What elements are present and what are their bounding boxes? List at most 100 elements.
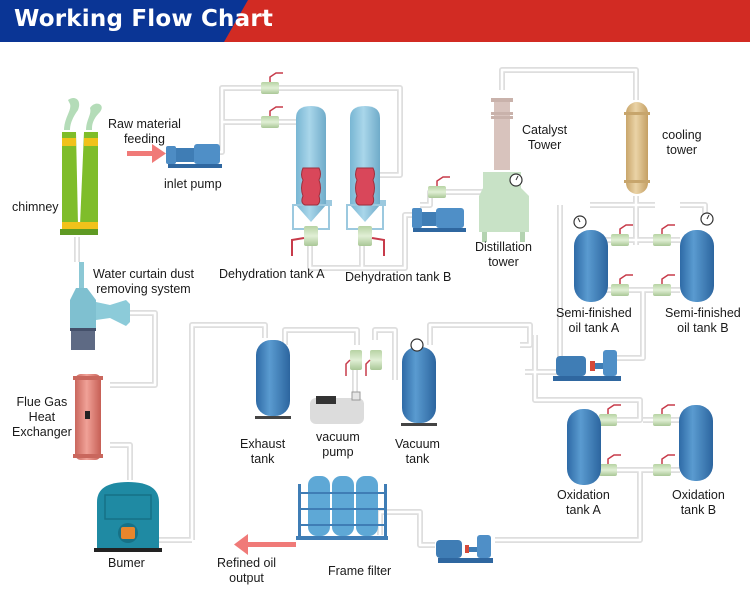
pipe-highlight [495,470,642,542]
label-inlet-pump: inlet pump [164,177,222,191]
valve[interactable] [599,454,621,476]
pipe-highlight [110,311,157,387]
pipe [110,442,133,480]
valve[interactable] [599,404,621,426]
valve-handle-icon[interactable] [661,274,675,284]
outlet-valve [358,226,372,246]
pipe [282,327,360,345]
valve[interactable] [365,350,382,376]
dehydration-tank-b [346,106,386,256]
cooling-tower [624,102,650,194]
oxidation-tank-a [567,409,601,485]
frame-filter [296,476,388,540]
pipe-highlight [605,290,645,360]
pipe [189,322,268,540]
pressure-gauge-icon [410,338,424,352]
pipe [499,67,639,100]
inlet-pump [166,144,222,168]
label-burner: Bumer [108,556,145,570]
oxidation-tank-b [679,405,713,481]
transfer-pump [412,208,466,232]
valve[interactable] [653,454,675,476]
valve-handle-icon[interactable] [661,454,675,464]
valve-handle-icon[interactable] [436,176,450,186]
valve[interactable] [611,224,633,246]
label-dehydration-tank-b: Dehydration tank B [345,270,452,284]
raw-material-arrow [127,144,166,163]
valve-handle-icon[interactable] [619,224,633,234]
label-dehydration-tank-a: Dehydration tank A [219,267,325,281]
burner [94,482,162,552]
valve-handle-icon[interactable] [661,404,675,414]
chimney-base [60,229,98,235]
valve[interactable] [428,176,450,198]
valve[interactable] [653,404,675,426]
pipe-highlight [283,328,359,345]
valve-handle-icon[interactable] [607,454,621,464]
header-banner: Working Flow Chart [0,0,750,42]
label-frame-filter: Frame filter [328,564,392,578]
distillation-tower [479,172,529,242]
pipe-highlight [110,443,132,480]
valves [261,72,675,476]
pipe-highlight [420,190,485,207]
oil-transfer-pump [553,350,621,381]
dehydration-tank-a [291,106,332,256]
pipe [110,310,158,388]
exhaust-tank [255,340,291,419]
valve[interactable] [611,274,633,296]
heater-element [355,167,375,206]
semi-finished-oil-tank-b [680,212,714,302]
valve-handle-icon[interactable] [365,359,371,376]
valve-handle-icon[interactable] [269,106,283,116]
vacuum-pump [310,391,364,424]
pipe-highlight [533,335,642,422]
valve[interactable] [653,224,675,246]
pipe [427,322,533,348]
valve-handle-icon[interactable] [269,72,283,82]
semi-finished-oil-tank-a [573,215,608,302]
water-curtain-dust-remover [70,262,130,350]
chimney-band [84,138,98,146]
label-chimney: chimney [12,200,59,214]
refined-oil-arrow [234,534,296,555]
chimney-stack [62,132,78,225]
smoke [64,98,80,130]
valve[interactable] [261,72,283,94]
valve[interactable] [261,106,283,128]
chimney [60,98,102,235]
pipe [377,509,435,548]
valve-handle-icon[interactable] [619,274,633,284]
valve[interactable] [345,350,362,376]
pipe-highlight [378,510,435,547]
pipe-highlight [373,328,397,380]
flue-gas-heat-exchanger [73,374,103,460]
valve-handle-icon[interactable] [661,224,675,234]
valve-handle-icon[interactable] [607,404,621,414]
catalyst-tower [491,98,513,170]
chimney-band [62,138,76,146]
pipe-highlight [500,68,638,100]
chimney-band [62,222,98,229]
page-title: Working Flow Chart [14,6,274,32]
header-blue-band [0,0,248,42]
valve-handle-icon[interactable] [345,359,351,376]
header-background [0,0,750,42]
filter-feed-pump [436,535,493,563]
smoke [86,103,102,130]
pipe-highlight [428,323,532,347]
valve[interactable] [653,274,675,296]
